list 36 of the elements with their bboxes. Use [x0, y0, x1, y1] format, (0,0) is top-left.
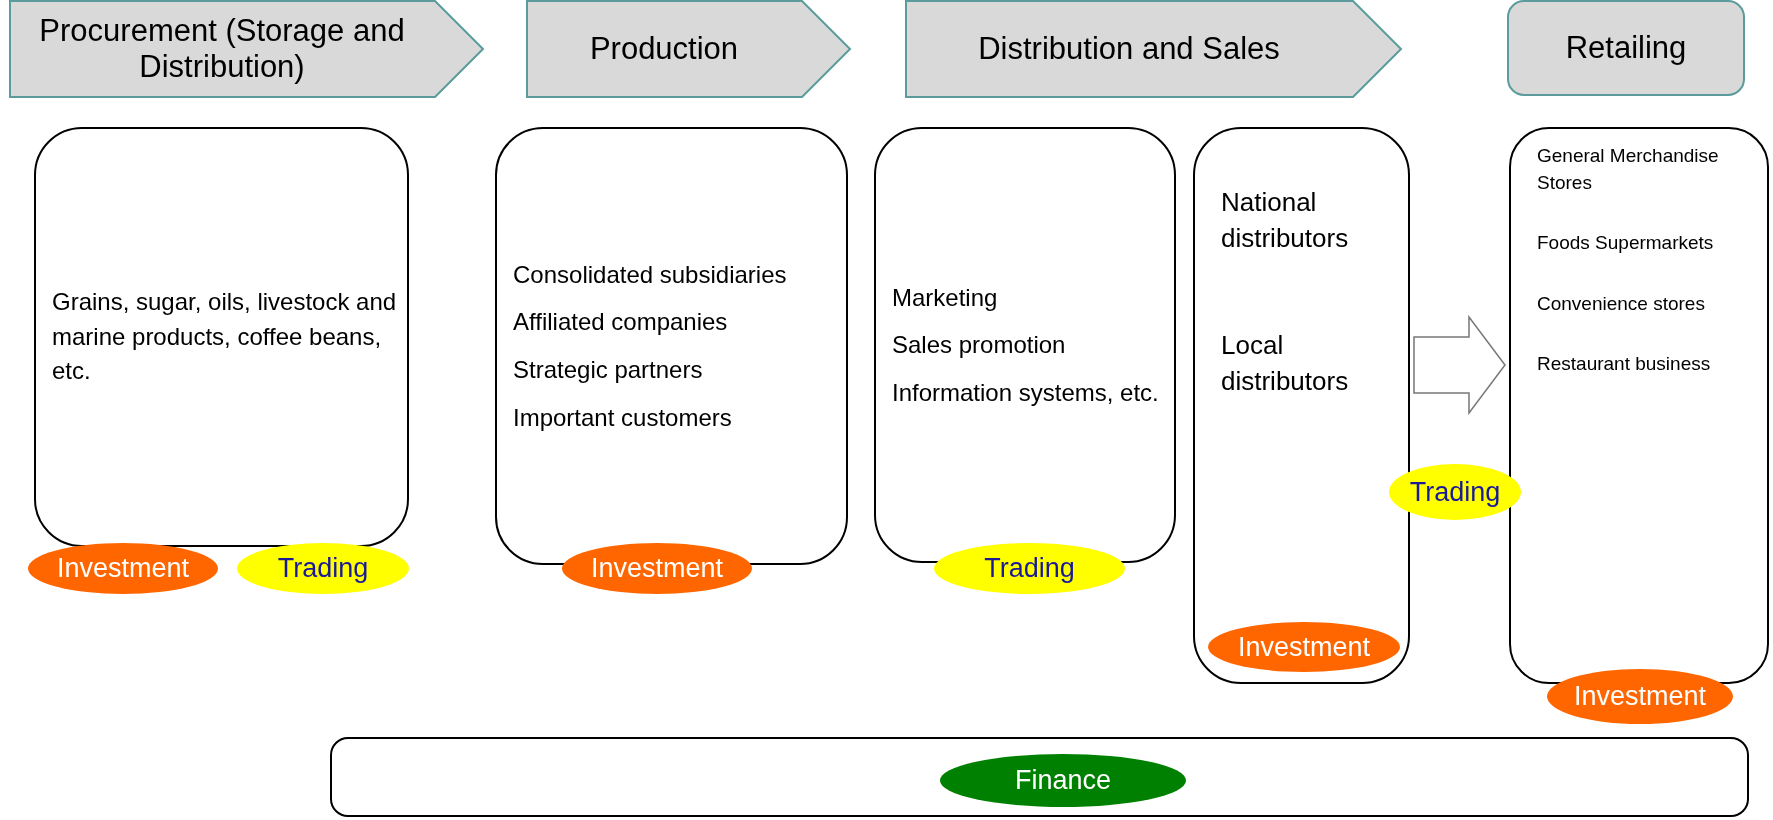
stage-banner: [1507, 0, 1745, 96]
body-text: Sales promotion: [892, 330, 1067, 361]
body-text: Consolidated subsidiaries: [513, 259, 788, 290]
block-arrow: [1413, 314, 1506, 416]
stage-banner: [9, 0, 485, 98]
ellipse-label: Trading: [1409, 476, 1501, 508]
ellipse-label: Finance: [1014, 765, 1112, 796]
body-text: Restaurant business: [1537, 352, 1712, 377]
body-text: Important customers: [513, 402, 733, 433]
body-text: General Merchandise Stores: [1537, 144, 1720, 195]
ellipse-label: Investment: [1573, 681, 1707, 712]
stage-banner: [526, 0, 852, 98]
stage-title: Retailing: [1565, 30, 1687, 66]
body-text: Local distributors: [1221, 328, 1350, 399]
investment-ellipse: [1208, 622, 1400, 672]
ellipse-label: Investment: [56, 553, 190, 584]
content-box: [1193, 127, 1410, 684]
ellipse-label: Trading: [277, 553, 369, 584]
body-text: Affiliated companies: [513, 307, 729, 338]
content-box: [34, 127, 409, 547]
body-text: Information systems, etc.: [892, 377, 1160, 408]
finance-band: [330, 737, 1749, 817]
stage-title: Distribution and Sales: [978, 31, 1280, 67]
body-text: Convenience stores: [1537, 291, 1706, 316]
body-text: Marketing: [892, 282, 999, 313]
stage-banner: [905, 0, 1403, 98]
ellipse-label: Investment: [590, 553, 724, 584]
body-text: Foods Supermarkets: [1537, 231, 1715, 256]
content-box: [1509, 127, 1769, 684]
body-text: Grains, sugar, oils, livestock and marine products, coffee beans, etc.: [52, 286, 397, 387]
body-text: National distributors: [1221, 186, 1350, 256]
body-text: Strategic partners: [513, 355, 704, 385]
stage-title: Production: [589, 31, 739, 67]
ellipse-label: Investment: [1237, 631, 1371, 663]
ellipse-label: Trading: [984, 553, 1075, 584]
stage-title: Procurement (Storage and Distribution): [38, 13, 406, 85]
